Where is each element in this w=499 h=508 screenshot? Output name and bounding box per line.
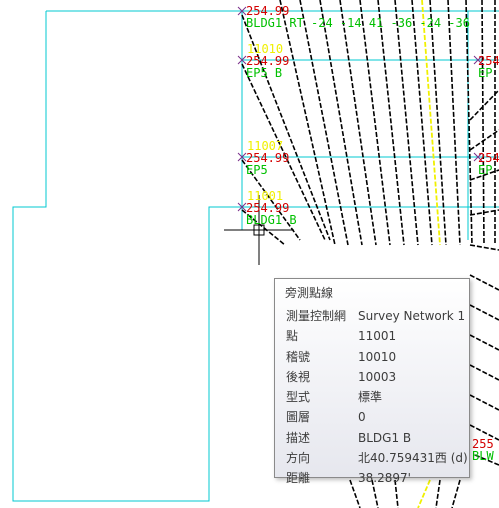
tooltip-key: 圖層 [286, 410, 311, 425]
point-number-label: 11001 [247, 189, 284, 203]
tooltip-value: Survey Network 1 [358, 309, 466, 323]
tooltip-row: 描述 BLDG1 B [285, 428, 469, 448]
tooltip-row: 距離 38.2897' [285, 468, 469, 488]
point-markers [237, 6, 483, 212]
elevation-label: 254 [478, 151, 499, 165]
tooltip-value: 0 [358, 410, 366, 425]
tooltip-row: 測量控制網 Survey Network 1 [285, 306, 469, 326]
tooltip-key: 點 [286, 329, 299, 344]
elevation-label: 254.99 [246, 201, 290, 215]
description-label: BLDG1 B [246, 213, 297, 227]
tooltip-key: 描述 [286, 430, 311, 445]
tooltip-value: 10003 [358, 369, 397, 384]
point-number-label: 11010 [247, 42, 284, 56]
tooltip-row: 方向 北40.759431西 (d) [285, 448, 469, 468]
description-label: EP5 [246, 163, 268, 177]
tooltip-key: 距離 [286, 471, 311, 486]
highlighted-sideshot-line [417, 479, 431, 508]
elevation-label: 254.99 [246, 54, 290, 68]
tooltip-value: 11001 [358, 329, 397, 344]
survey-sideshot-lines [241, 0, 499, 508]
tooltip-value: BLDG1 B [358, 430, 412, 445]
elevation-label: 255 [472, 437, 494, 451]
tooltip-key: 型式 [286, 390, 311, 405]
point-info-tooltip: 旁測點線 測量控制網 Survey Network 1 點 11001 稽號 1001… [274, 278, 470, 485]
tooltip-row: 稽號 10010 [285, 347, 469, 367]
description-label: BLDG1 RT -24 -14 41 -36 -24 -36 [246, 16, 470, 30]
point-number-label: 11007 [247, 139, 284, 153]
tooltip-title: 旁測點線 [285, 286, 334, 300]
tooltip-row: 圖層 0 [285, 407, 469, 427]
tooltip-value: 標準 [358, 390, 383, 405]
elevation-label: 254 [478, 54, 499, 68]
tooltip-key: 方向 [286, 451, 311, 466]
elevation-label: 254.99 [246, 151, 290, 165]
crosshair-cursor-icon [224, 195, 294, 265]
tooltip-value: 10010 [358, 349, 397, 364]
elevation-label: 254.99 [246, 4, 290, 18]
highlighted-sideshot-line [421, 0, 441, 246]
building-outline[interactable] [12, 10, 243, 502]
tooltip-row: 型式 標準 [285, 387, 469, 407]
tooltip-key: 測量控制網 [286, 309, 347, 323]
tooltip-key: 稽號 [286, 349, 311, 364]
tooltip-row: 點 11001 [285, 326, 469, 346]
tooltip-value: 北40.759431西 (d) [358, 451, 468, 466]
description-label: EP5 B [246, 66, 283, 80]
tooltip-key: 後視 [286, 369, 311, 384]
tooltip-value: 38.2897' [358, 471, 411, 486]
description-label: EP [478, 163, 493, 177]
tooltip-row: 後視 10003 [285, 367, 469, 387]
description-label: EP [478, 66, 493, 80]
description-label: BLW [472, 449, 494, 463]
